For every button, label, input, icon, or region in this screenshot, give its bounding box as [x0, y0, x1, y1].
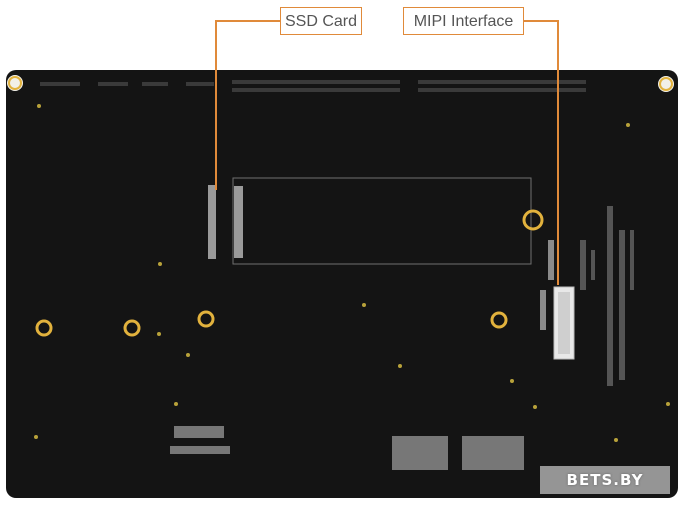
mipi-pins [540, 240, 554, 330]
mounting-hole-top-right [658, 76, 674, 92]
ssd-standoff [522, 209, 544, 231]
top-pad-row [40, 80, 586, 92]
mounting-hole-top-left [7, 75, 23, 91]
ssd-leader-line [215, 20, 280, 190]
ssd-connector [208, 185, 243, 259]
circuit-board [6, 70, 678, 498]
watermark-text: BETS.BY [540, 466, 670, 494]
vias [34, 104, 670, 442]
mipi-callout-label: MIPI Interface [403, 7, 524, 35]
round-pads [35, 310, 508, 337]
ssd-slot-outline [232, 177, 532, 265]
ssd-callout-label: SSD Card [280, 7, 362, 35]
right-components [580, 206, 634, 386]
mipi-leader-line [524, 20, 559, 285]
bottom-connectors [170, 426, 524, 470]
